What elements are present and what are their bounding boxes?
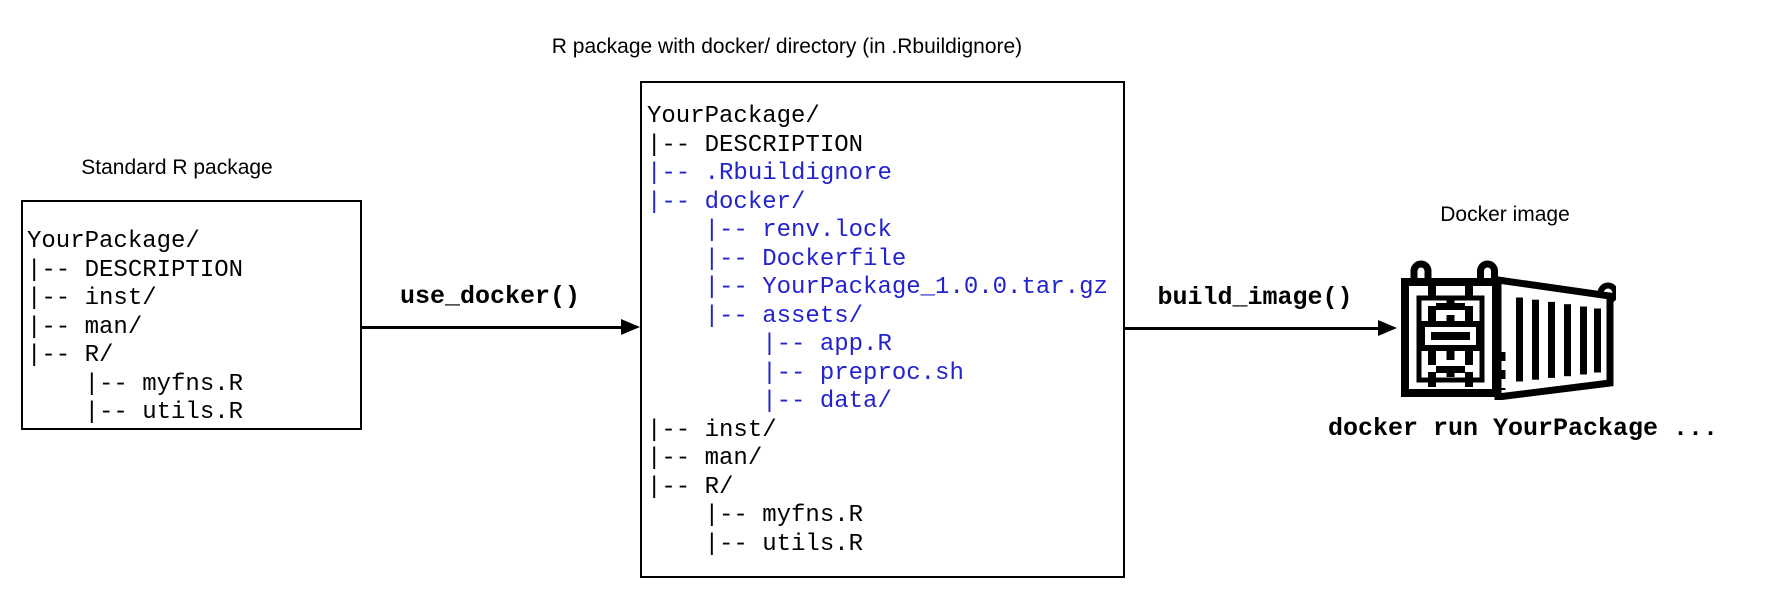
arrow-line [1125,327,1381,330]
container-hook-icon [1410,260,1432,280]
docker-container-icon [1401,260,1616,400]
tree-line: |-- .Rbuildignore [647,160,892,187]
tree-line: |-- docker/ [647,188,806,216]
docker-package-box: YourPackage/|-- DESCRIPTION|-- .Rbuildig… [640,81,1125,578]
tree-line: |-- R/ [647,473,734,501]
use-docker-label: use_docker() [399,282,581,311]
tree-line: |-- DESCRIPTION [647,131,864,159]
docker-image-title: Docker image [1440,203,1570,226]
container-handle-bar [1431,332,1470,340]
tree-line: |-- myfns.R [27,370,244,398]
arrowhead-icon [1378,320,1397,336]
tree-line: |-- app.R [647,331,892,358]
tree-line: |-- data/ [647,388,892,415]
tree-line: |-- myfns.R [647,502,864,529]
tree-line: |-- inst/ [647,416,777,444]
container-hook-icon [1477,260,1498,280]
tree-line: |-- man/ [27,313,143,341]
file-tree: YourPackage/|-- DESCRIPTION|-- inst/|-- … [27,228,360,428]
docker-run-command: docker run YourPackage ... [1327,414,1719,443]
tree-line: |-- utils.R [27,399,244,426]
container-corrugation [1516,297,1601,382]
container-crossbar [1436,366,1465,373]
tree-line: |-- assets/ [647,302,864,330]
standard-package-title: Standard R package [81,156,273,179]
arrow-line [362,326,622,329]
tree-line: |-- R/ [27,342,114,369]
tree-line: |-- utils.R [647,530,864,558]
tree-line: YourPackage/ [647,103,820,130]
build-image-label: build_image() [1157,283,1353,312]
tree-line: |-- man/ [647,445,763,472]
container-crossbar [1436,303,1465,310]
file-tree: YourPackage/|-- DESCRIPTION|-- .Rbuildig… [647,103,1123,559]
standard-package-box: YourPackage/|-- DESCRIPTION|-- inst/|-- … [21,200,362,430]
tree-line: YourPackage/ [27,228,200,255]
arrowhead-icon [621,319,640,335]
tree-line: |-- YourPackage_1.0.0.tar.gz [647,274,1108,301]
docker-package-title: R package with docker/ directory (in .Rb… [551,35,1023,58]
tree-line: |-- renv.lock [647,217,892,244]
tree-line: |-- DESCRIPTION [27,256,244,284]
tree-line: |-- preproc.sh [647,359,964,387]
tree-line: |-- Dockerfile [647,245,907,273]
tree-line: |-- inst/ [27,285,157,312]
